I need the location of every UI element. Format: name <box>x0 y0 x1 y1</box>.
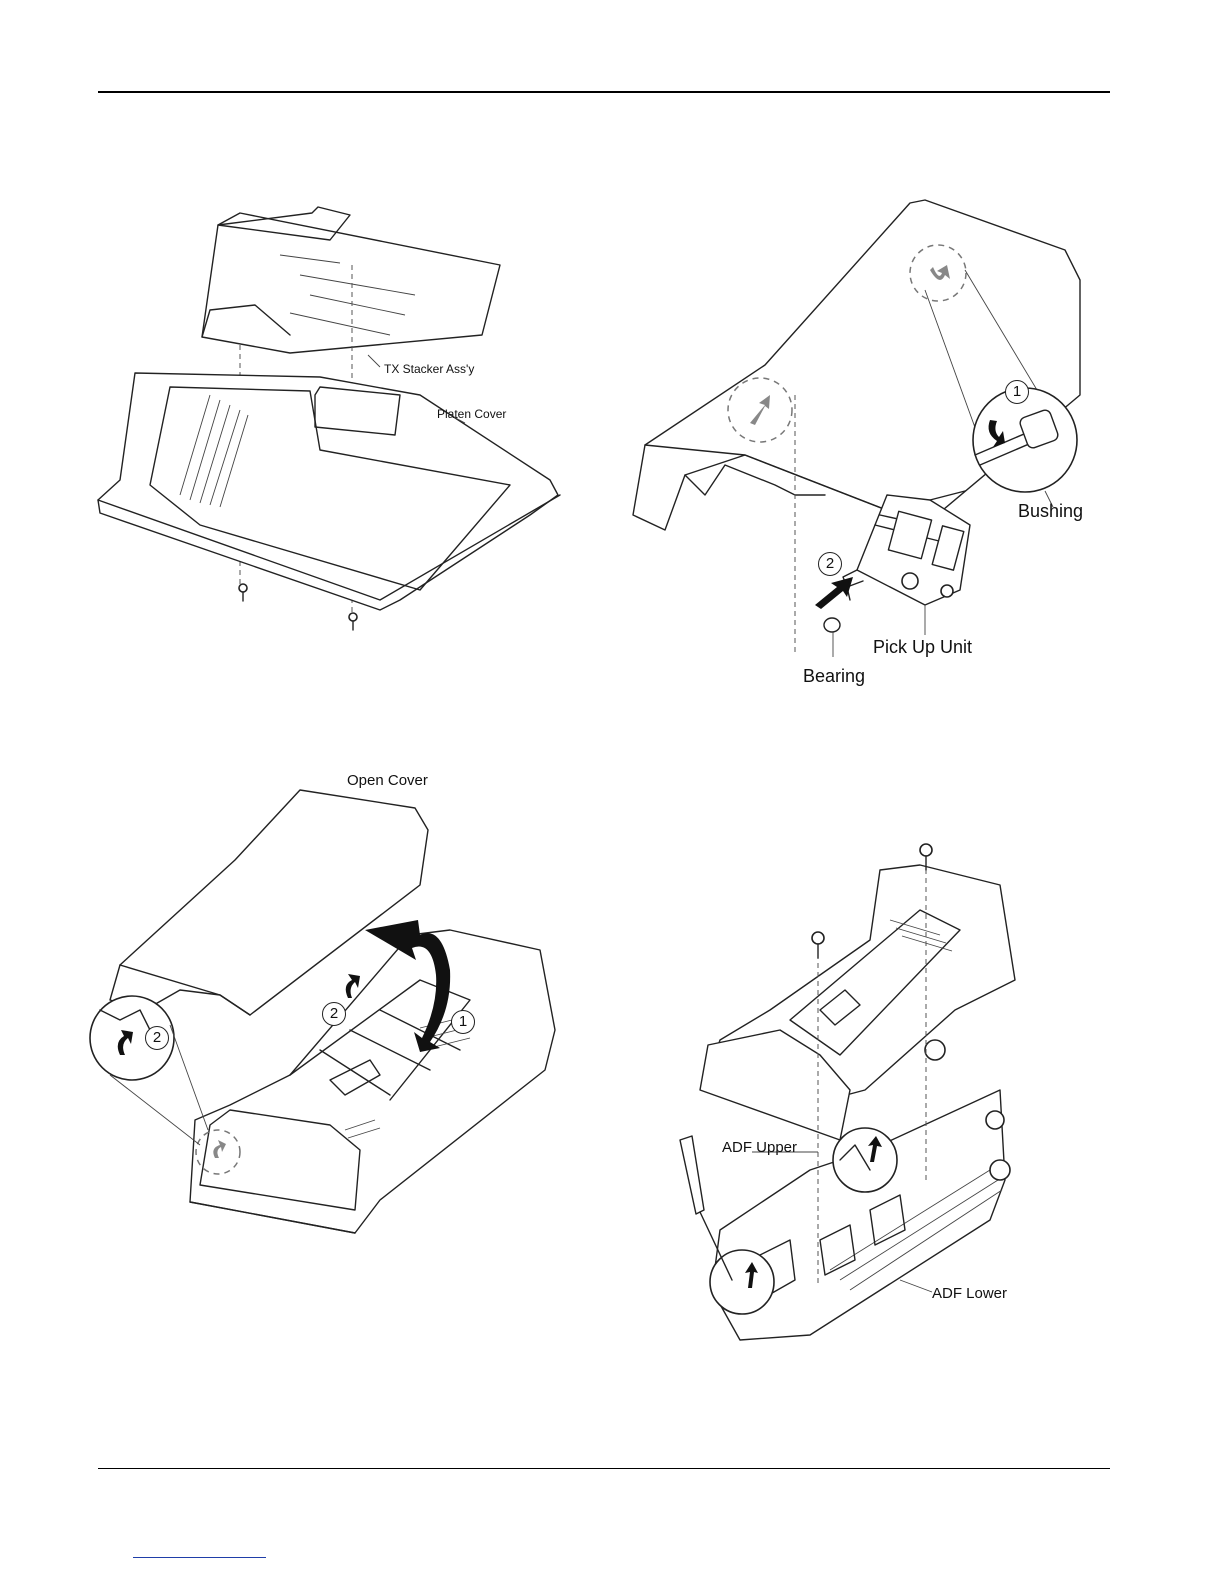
step-2-badge: 2 <box>145 1026 169 1050</box>
footer-rule <box>98 1468 1110 1469</box>
adf-lower-label: ADF Lower <box>932 1286 1007 1301</box>
stacker-diagram: TX Stacker Ass'y Platen Cover <box>90 195 570 645</box>
step-2-badge: 2 <box>818 552 842 576</box>
open-cover-diagram: Open Cover 1 1 2 2 <box>90 770 570 1240</box>
footer-link-underline[interactable] <box>133 1557 266 1558</box>
pickup-diagram: 1 2 Bushing Pick Up Unit Bearing <box>625 195 1105 695</box>
pickup-unit-label: Pick Up Unit <box>873 638 972 656</box>
step-1-badge: 1 <box>1005 380 1029 404</box>
step-1-badge: 1 <box>451 1010 475 1034</box>
pickup-drawing <box>625 195 1105 695</box>
screw-icon <box>812 932 824 958</box>
bearing-label: Bearing <box>803 667 865 685</box>
adf-upper-label: ADF Upper <box>722 1140 797 1155</box>
platen-cover-label: Platen Cover <box>437 408 506 420</box>
tx-stacker-label: TX Stacker Ass'y <box>384 363 474 375</box>
step-2-badge: 2 <box>322 1002 346 1026</box>
screw-icon <box>349 613 357 630</box>
header-rule <box>98 91 1110 93</box>
open-cover-label: Open Cover <box>347 773 428 788</box>
bushing-label: Bushing <box>1018 502 1083 520</box>
screw-icon <box>239 584 247 601</box>
adf-diagram: ADF Upper ADF Lower <box>670 840 1050 1380</box>
arrow-icon <box>815 577 853 609</box>
arrow-icon <box>346 974 360 998</box>
